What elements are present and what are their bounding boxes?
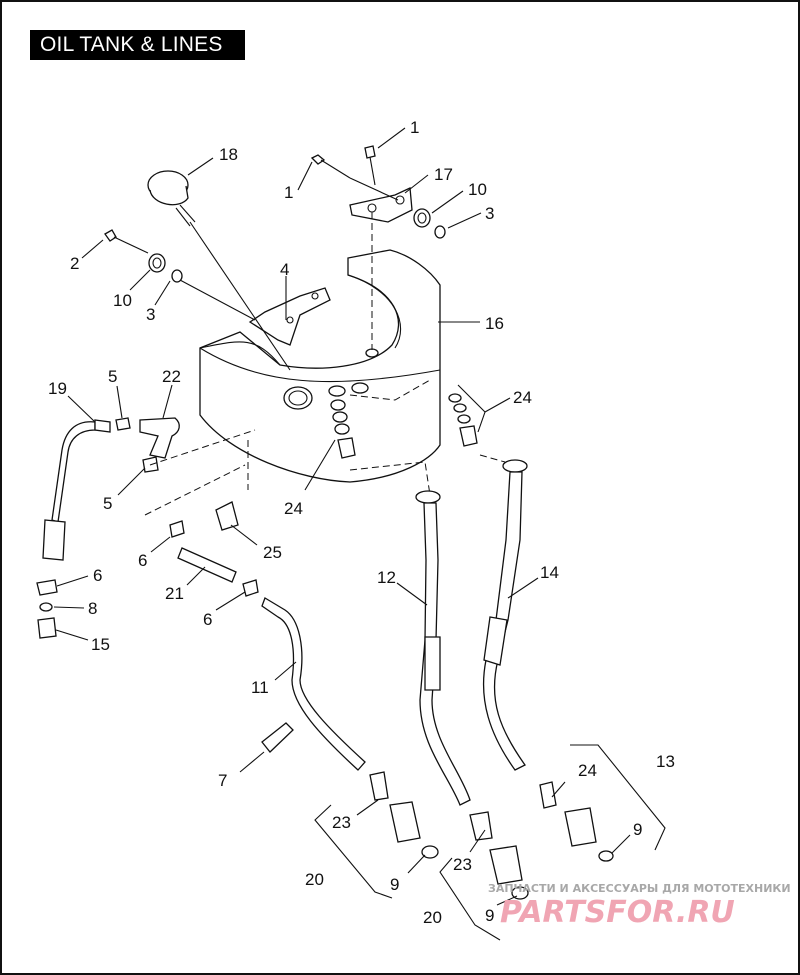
clip-part xyxy=(215,501,239,531)
callout-10: 10 xyxy=(113,291,132,310)
callout-1: 1 xyxy=(410,118,419,137)
watermark-logo: PARTSFOR.RU xyxy=(500,895,735,930)
callout-1: 1 xyxy=(284,183,293,202)
watermark-subtitle: ЗАПЧАСТИ И АКСЕССУАРЫ ДЛЯ МОТОТЕХНИКИ xyxy=(488,882,791,895)
callout-10: 10 xyxy=(468,180,487,199)
callout-14: 14 xyxy=(540,563,559,582)
callout-24: 24 xyxy=(578,761,597,780)
callout-18: 18 xyxy=(219,145,238,164)
callout-24: 24 xyxy=(513,388,532,407)
callout-5: 5 xyxy=(108,367,117,386)
callout-4: 4 xyxy=(280,260,289,279)
grommet-part xyxy=(148,208,446,283)
clip-part xyxy=(261,722,294,753)
oil-line-part xyxy=(482,459,614,862)
oil-line-part xyxy=(261,597,439,859)
callout-20: 20 xyxy=(305,870,324,889)
callout-25: 25 xyxy=(263,543,282,562)
callout-6: 6 xyxy=(93,566,102,585)
bracket-part xyxy=(349,187,413,223)
fitting-part xyxy=(36,520,259,639)
hose-part xyxy=(42,419,111,561)
hose-part xyxy=(139,417,180,459)
callout-19: 19 xyxy=(48,379,67,398)
callout-24: 24 xyxy=(284,499,303,518)
callout-2: 2 xyxy=(70,254,79,273)
callout-23: 23 xyxy=(453,855,472,874)
callout-leaders xyxy=(53,127,666,941)
callout-7: 7 xyxy=(218,771,227,790)
callout-3: 3 xyxy=(146,305,155,324)
callout-9: 9 xyxy=(633,820,642,839)
callout-6: 6 xyxy=(138,551,147,570)
callout-17: 17 xyxy=(434,165,453,184)
callout-21: 21 xyxy=(165,584,184,603)
callout-5: 5 xyxy=(103,494,112,513)
page-title: OIL TANK & LINES xyxy=(30,30,245,60)
callout-16: 16 xyxy=(485,314,504,333)
callout-12: 12 xyxy=(377,568,396,587)
callout-8: 8 xyxy=(88,599,97,618)
callout-15: 15 xyxy=(91,635,110,654)
o-ring-fitting-part xyxy=(448,393,478,447)
bolt-part xyxy=(104,229,149,254)
callout-22: 22 xyxy=(162,367,181,386)
callout-6: 6 xyxy=(203,610,212,629)
oil-line-part xyxy=(415,490,529,900)
callout-13: 13 xyxy=(656,752,675,771)
callout-11: 11 xyxy=(251,678,269,697)
callout-23: 23 xyxy=(332,813,351,832)
callout-9: 9 xyxy=(390,875,399,894)
callout-labels: 1 1 18 17 10 3 2 10 3 4 16 19 5 22 24 5 … xyxy=(48,118,675,927)
callout-3: 3 xyxy=(485,204,494,223)
callout-20: 20 xyxy=(423,908,442,927)
dipstick-part xyxy=(147,170,196,227)
o-ring-fitting-part xyxy=(330,399,356,459)
watermark: ЗАПЧАСТИ И АКСЕССУАРЫ ДЛЯ МОТОТЕХНИКИ PA… xyxy=(488,882,791,930)
oil-tank-part xyxy=(199,249,441,483)
callout-9: 9 xyxy=(485,906,494,925)
bolt-part xyxy=(310,145,376,186)
